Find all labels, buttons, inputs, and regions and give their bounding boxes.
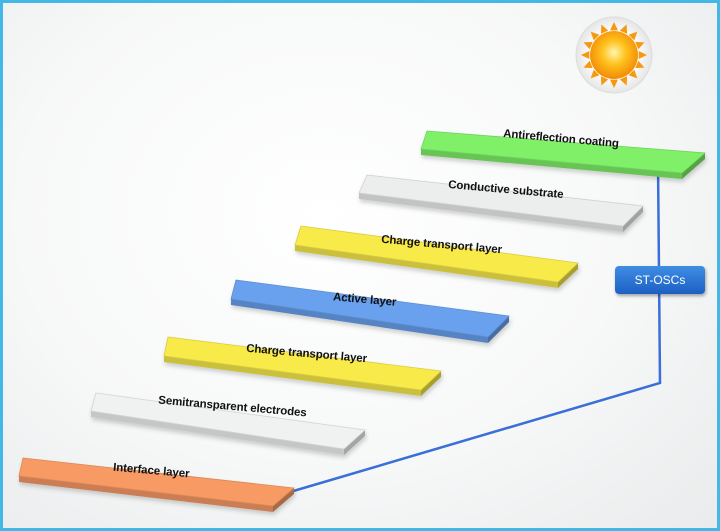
layer-step-side xyxy=(488,316,509,343)
sun-ray xyxy=(635,41,645,50)
layer-step xyxy=(358,174,644,232)
layer-step-edge xyxy=(295,245,558,288)
layer-step-edge xyxy=(91,411,344,455)
layer-step xyxy=(230,279,510,343)
layer-step-top xyxy=(358,174,644,227)
sun-ray xyxy=(600,24,609,34)
layer-step-edge xyxy=(421,149,682,179)
layer-step-top xyxy=(230,279,510,338)
layer-step-top xyxy=(420,130,706,174)
layer-step xyxy=(163,336,442,396)
layer-step-edge xyxy=(231,299,488,343)
sun-ray xyxy=(610,79,618,88)
layer-step-side xyxy=(273,488,294,512)
sun-ray xyxy=(581,51,590,59)
sun-ray xyxy=(583,41,593,50)
sun-ray xyxy=(628,69,638,79)
layer-step-side xyxy=(558,263,578,288)
sun-ray xyxy=(600,76,609,86)
sun-ray xyxy=(619,76,628,86)
sun-ray xyxy=(619,24,628,34)
sun-ray xyxy=(638,51,647,59)
layer-step xyxy=(18,457,295,512)
layer-step-edge xyxy=(19,476,273,512)
layer-step-side xyxy=(421,371,441,396)
sun-ray xyxy=(590,31,600,41)
sun-ray xyxy=(628,31,638,41)
sun-ray xyxy=(635,60,645,69)
layer-step-top xyxy=(90,392,366,450)
layer-step xyxy=(90,392,366,455)
st-oscs-badge: ST-OSCs xyxy=(615,266,705,294)
sun-ray xyxy=(590,69,600,79)
sun-ray xyxy=(610,22,618,31)
connector-line xyxy=(255,162,662,504)
layer-step-edge xyxy=(164,356,421,396)
layer-step-edge xyxy=(359,193,623,232)
layer-step-side xyxy=(623,206,643,232)
layer-step xyxy=(420,130,706,179)
layer-step-side xyxy=(344,430,365,455)
layer-step-top xyxy=(18,457,295,507)
layer-step-top xyxy=(294,225,579,283)
layer-step-side xyxy=(682,153,705,179)
staircase-diagram xyxy=(18,16,706,512)
layer-step xyxy=(294,225,579,288)
badge-label: ST-OSCs xyxy=(634,273,686,287)
sun-icon xyxy=(575,16,653,94)
sun-ray xyxy=(583,60,593,69)
layer-step-top xyxy=(163,336,442,391)
